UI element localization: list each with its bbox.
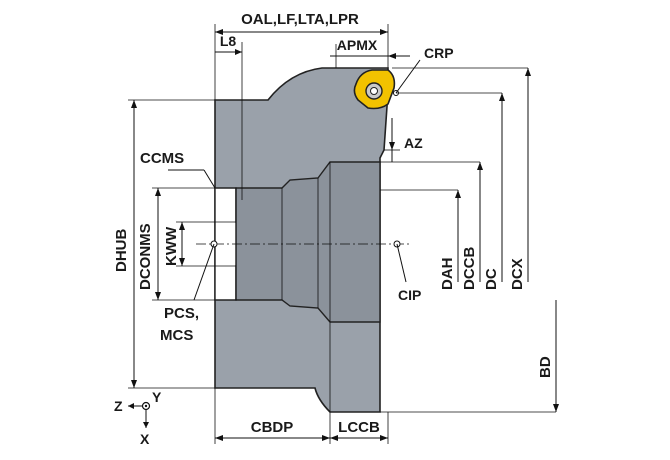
dhub-label: DHUB [113,229,130,272]
kww-arrow-bottom [179,258,185,266]
dc-arrow [499,93,505,101]
oal-label: OAL,LF,LTA,LPR [241,11,359,28]
dah-label: DAH [439,258,456,291]
mcs-label: MCS [160,327,193,344]
lccb-arrow-left [330,435,338,441]
az-arrow [389,142,395,150]
dccb-arrow [477,162,483,170]
az-label: AZ [404,135,423,151]
bd-label: BD [537,356,554,378]
insert-icon [353,69,396,110]
dah-arrow [455,190,461,198]
crp-leader [395,59,421,94]
pcs-leader [193,243,215,301]
l8-arrow [235,49,242,55]
l8-label: L8 [220,33,237,49]
dccb-label: DCCB [461,247,478,290]
lccb-arrow-right [380,435,388,441]
dconms-arrow-bottom [155,292,161,300]
oal-arrow-right [380,29,388,35]
apmx-label: APMX [337,37,378,53]
dc-label: DC [483,268,500,290]
dcx-label: DCX [509,258,526,290]
ccms-label: CCMS [140,150,184,167]
lccb-label: LCCB [338,419,380,436]
dhub-arrow-top [131,100,137,108]
dhub-arrow-bottom [131,380,137,388]
axis-y-label: Y [152,389,162,405]
kww-arrow-top [179,222,185,230]
cbdp-label: CBDP [251,419,294,436]
axis-z-label: Z [114,398,123,414]
cip-leader [396,243,407,283]
cbdp-arrow-right [322,435,330,441]
kww-label: KWW [163,226,180,266]
cip-label: CIP [398,287,421,303]
pcs-label: PCS, [164,305,199,322]
coordinate-axes-icon [128,401,151,428]
axis-x-label: X [140,431,150,447]
oal-arrow-left [215,29,223,35]
dconms-arrow-top [155,188,161,196]
ccms-leader [203,169,216,189]
dcx-arrow [525,68,531,76]
dconms-label: DCONMS [137,223,154,290]
crp-label: CRP [424,45,454,61]
apmx-arrow [388,53,396,59]
bd-arrow [553,404,559,412]
cbdp-arrow-left [215,435,223,441]
